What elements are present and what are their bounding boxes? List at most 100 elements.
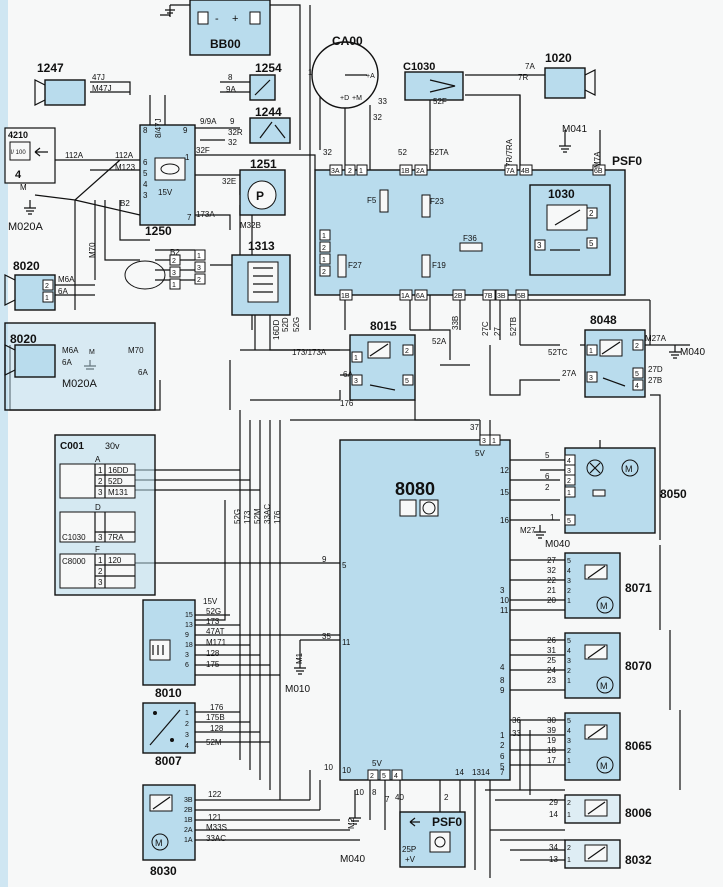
pin-label: 2: [567, 800, 571, 807]
psf0-b-label: PSF0: [432, 815, 462, 829]
pin-label: 2: [567, 478, 571, 485]
wire-label: F: [95, 545, 100, 554]
schematic-shape: [596, 676, 614, 694]
pin-label: 5: [589, 239, 594, 248]
fuse-box-psf0: PSF0 1030 2 5 3 F5 F23 F27 F19 F36 3A 2 …: [314, 154, 642, 301]
wire-label: 52TA: [430, 148, 449, 157]
pin-label: M: [625, 464, 633, 474]
c8015-label: 8015: [370, 319, 397, 333]
wire-label: 33B: [451, 316, 460, 330]
wire-label: 128: [210, 724, 224, 733]
connector-pin: [169, 266, 181, 278]
c8080-label: 8080: [395, 479, 435, 499]
pin-label: 4: [567, 568, 571, 575]
wire-label: 52A: [432, 337, 447, 346]
pin-label: 1: [567, 758, 571, 765]
schematic-shape: [601, 341, 621, 355]
c8032-label: 8032: [625, 853, 652, 867]
pin-label: 7: [500, 768, 505, 777]
wire-label: +V: [405, 855, 416, 864]
pin-label: 2: [567, 845, 571, 852]
connector-pin: [169, 254, 181, 266]
wire-label: 3: [98, 578, 103, 587]
connector-c1030: C1030 52F: [403, 61, 464, 106]
pin-label: 2: [567, 748, 571, 755]
pin-label: 4: [500, 663, 505, 672]
wire-label: 173A: [196, 210, 215, 219]
wire-label: M47J: [92, 84, 112, 93]
pin-label: 24: [547, 666, 556, 675]
schematic-shape: [587, 565, 606, 579]
pin-label: 2: [444, 793, 449, 802]
connector-pin: [534, 239, 546, 251]
schematic-shape: [489, 345, 661, 440]
schematic-shape: [247, 180, 277, 210]
wire-label: 3: [185, 652, 189, 659]
connector-pin: [564, 474, 576, 486]
c8050-label: 8050: [660, 487, 687, 501]
connector-pin: [194, 273, 206, 285]
schematic-shape: [564, 712, 621, 781]
bb00-label: BB00: [210, 37, 241, 51]
wire-label: M010: [285, 684, 310, 695]
schematic-shape: [170, 738, 174, 742]
pin-label: 1: [308, 68, 313, 77]
pin-label: 3: [567, 578, 571, 585]
wire-label: M70: [88, 242, 97, 258]
schematic-shape: [195, 614, 340, 676]
relay-8048: 8048 1 3 2 5 4: [584, 313, 646, 398]
schematic-shape: [409, 817, 420, 827]
wire-label: M040: [340, 854, 365, 865]
connector-pin: [344, 164, 356, 176]
pin-label: 36: [512, 716, 521, 725]
connector-pin: [402, 344, 414, 356]
pin-label: 4: [567, 458, 571, 465]
connector-pin: [319, 265, 331, 277]
connector-pin: [194, 249, 206, 261]
wire-label: 3B: [497, 293, 506, 300]
wire-label: F27: [348, 261, 362, 270]
pin-label: 1: [567, 490, 571, 497]
pin-label: 2: [45, 283, 49, 290]
connector-pin: [586, 371, 598, 383]
pin-label: 3: [500, 586, 505, 595]
wire-label: 6A: [62, 358, 72, 367]
pin-label: 29: [549, 798, 558, 807]
pin-label: 1314: [472, 768, 490, 777]
connector-pin: [169, 278, 181, 290]
wire-label: M020A: [62, 378, 98, 390]
connector-pin: [356, 164, 368, 176]
wire-label: 32R: [228, 128, 243, 137]
schematic-shape: [254, 79, 271, 96]
pin-label: 2: [370, 773, 374, 780]
pin-label: 4: [143, 180, 148, 189]
control-unit-8080: 8080 5 11 10 3 1 37 5V 2 5 4 5V 14 1314 …: [339, 423, 511, 781]
c1030b-label: 1030: [548, 187, 575, 201]
schematic-shape: [4, 274, 16, 306]
wire-label: 2B: [184, 807, 193, 814]
wire-label: 1: [185, 710, 189, 717]
schematic-shape: [589, 462, 601, 474]
schematic-shape: [422, 501, 436, 515]
wire-label: A: [95, 455, 101, 464]
pin-label: 6: [500, 752, 505, 761]
pin-label: 25: [547, 656, 556, 665]
connector-pin: [489, 434, 501, 446]
wire-label: F36: [463, 234, 477, 243]
schematic-shape: [564, 130, 601, 170]
schematic-shape: [586, 459, 604, 477]
schematic-shape: [564, 632, 621, 699]
ca00-label: CA00: [332, 34, 363, 48]
connector-pin: [414, 289, 428, 301]
wire-label: 6B: [594, 168, 603, 175]
wire-label: 5V: [372, 759, 382, 768]
wire-label: 9/9A: [200, 117, 217, 126]
pin-label: 13: [549, 855, 558, 864]
pin-label: 1: [567, 812, 571, 819]
wire-label: 6A: [138, 368, 148, 377]
wire-label: 27B: [648, 376, 662, 385]
wire-label: 2: [185, 721, 189, 728]
wire-label: 4: [15, 169, 22, 181]
wire-label: 15: [185, 612, 193, 619]
pin-label: 5: [567, 718, 571, 725]
